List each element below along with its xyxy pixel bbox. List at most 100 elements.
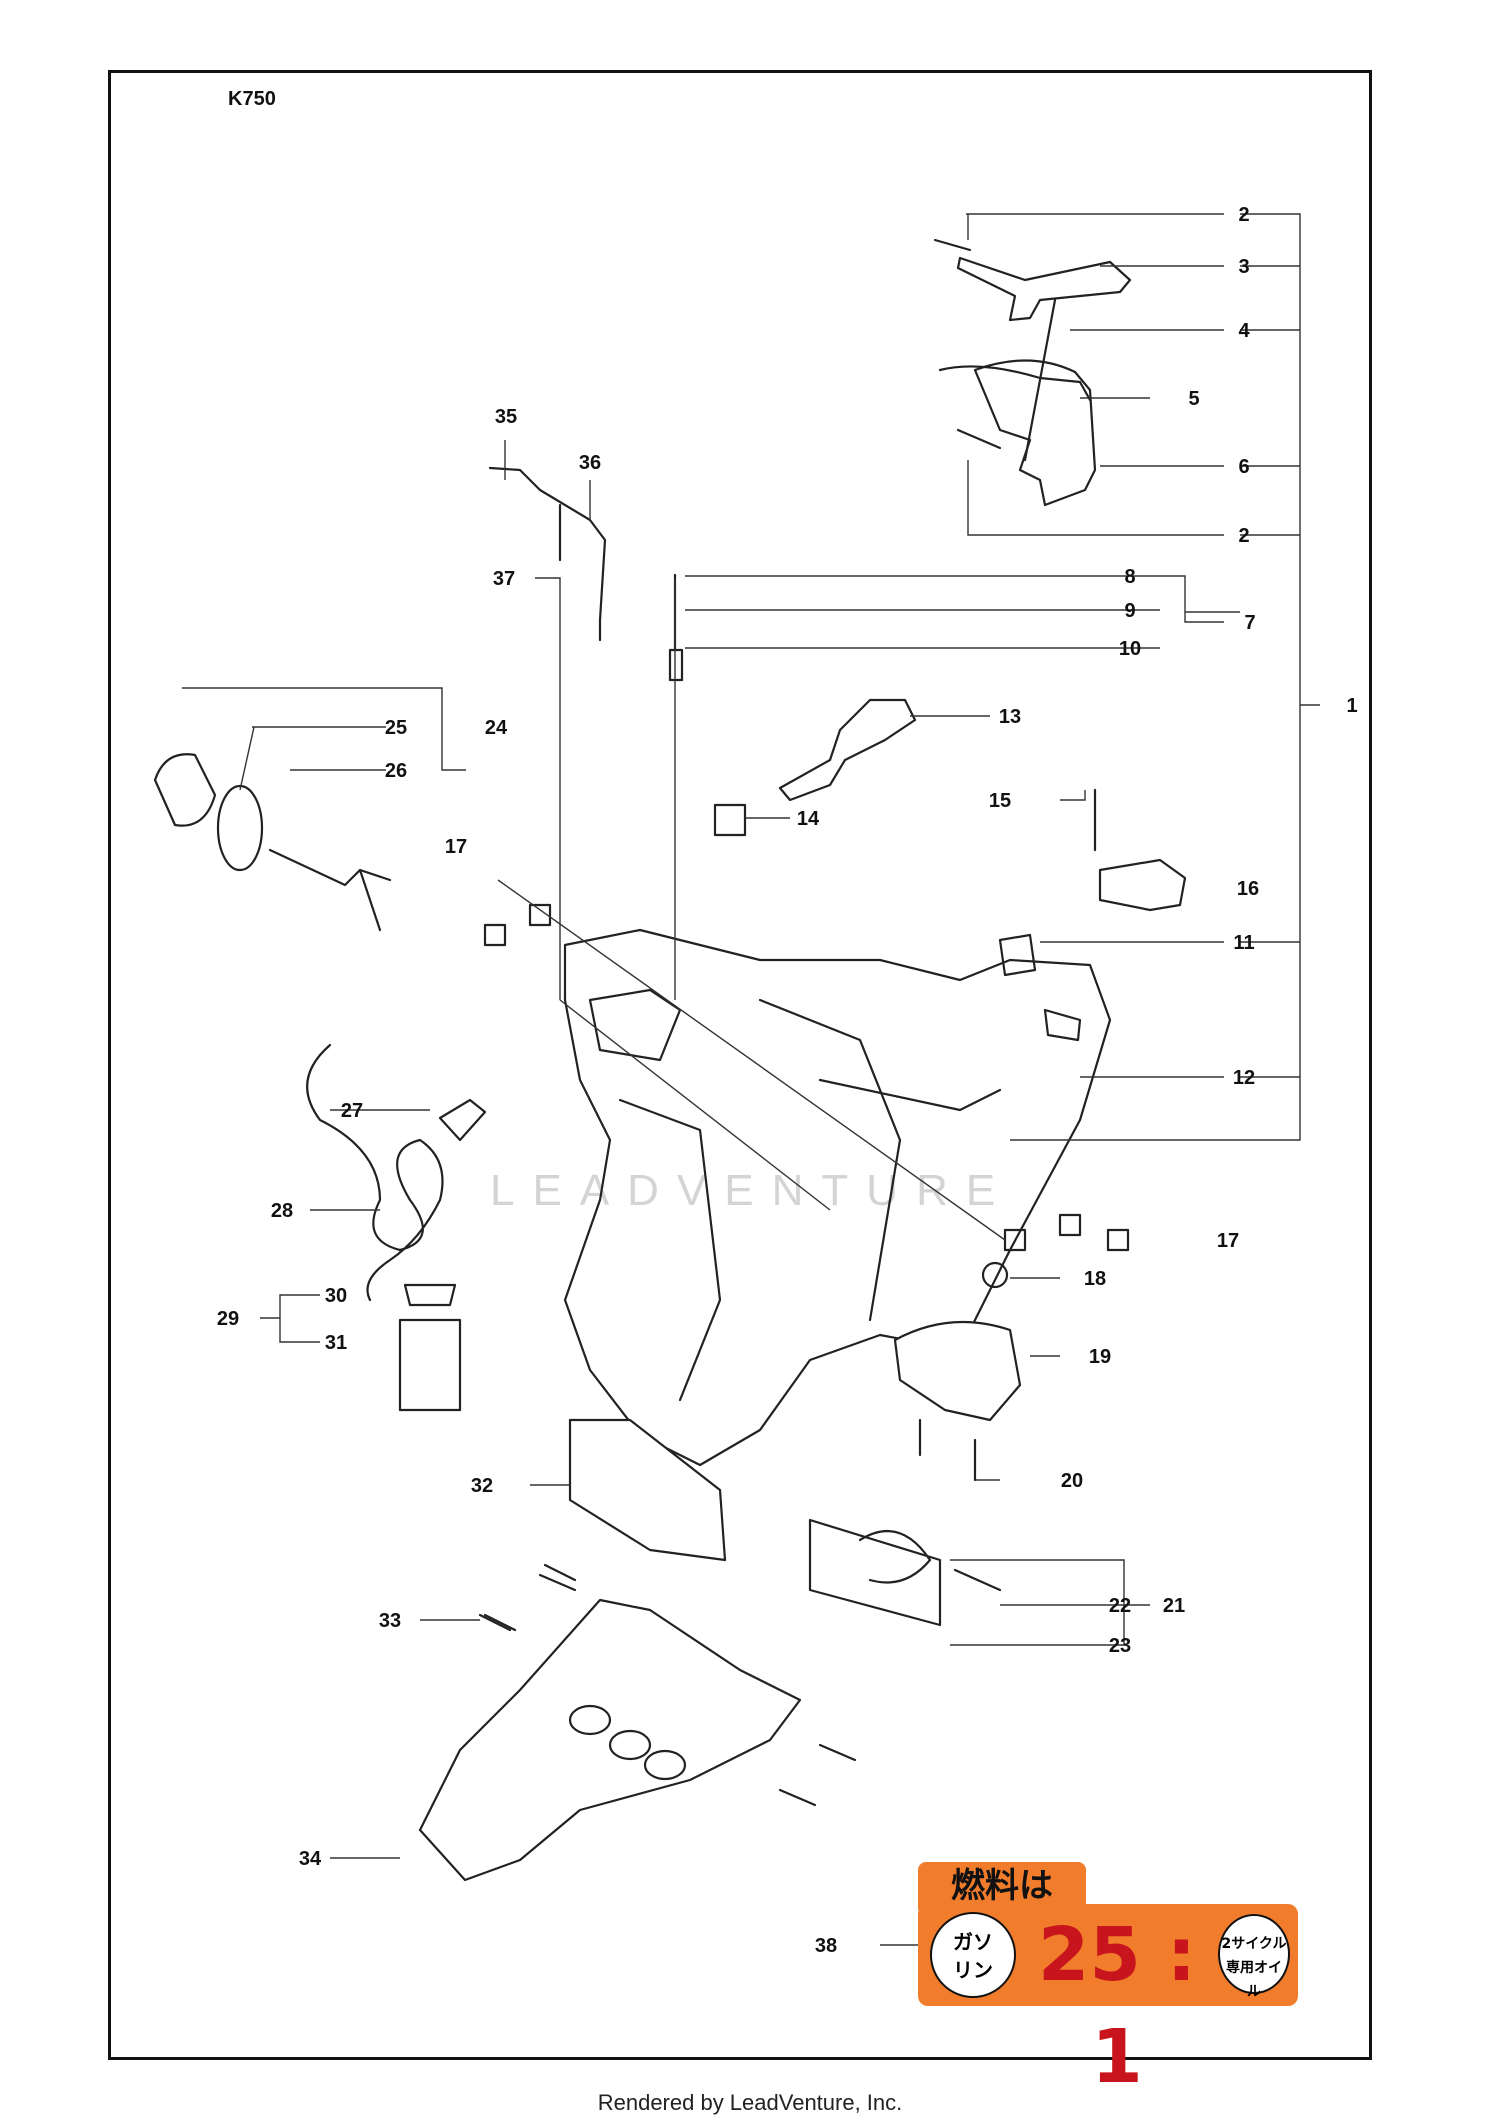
mount-axis-line [497, 879, 1006, 1241]
leader-24 [182, 687, 466, 771]
bracket-12-part [1043, 1008, 1082, 1042]
stop-switch-part [778, 698, 917, 802]
return-spring-part [1023, 298, 1057, 462]
leader-line [279, 1318, 320, 1343]
decal-left-line2: リン [953, 1958, 993, 1982]
callout-16: 16 [1237, 878, 1259, 900]
decal-title: 燃料は [918, 1862, 1086, 1910]
callout-11: 11 [1233, 932, 1254, 954]
callout-27: 27 [341, 1100, 363, 1122]
throttle-trigger-part [956, 256, 1132, 322]
decal-body: ガソ リン 25 : 1 2サイクル 専用オイル [918, 1904, 1298, 2100]
vibration-plate-part [893, 1320, 1022, 1422]
callout-17: 17 [1217, 1230, 1239, 1252]
rubber-mount-part [483, 903, 1130, 1252]
switch-part [1098, 858, 1187, 912]
callout-8: 8 [1124, 566, 1135, 588]
callout-9: 9 [1124, 600, 1135, 622]
callout-33: 33 [379, 1610, 401, 1632]
callout-6: 6 [1238, 456, 1249, 478]
clip-11-part [998, 933, 1037, 977]
callout-29: 29 [217, 1308, 239, 1330]
bottom-plate-hole [643, 1749, 687, 1781]
leader-21 [950, 1559, 1125, 1646]
callout-5: 5 [1188, 388, 1199, 410]
damper-screw-part [953, 1568, 1002, 1592]
leader-7 [685, 575, 1224, 623]
clip-part [438, 1098, 487, 1142]
callout-22: 22 [1109, 1595, 1131, 1617]
decal-right-line2: 専用オイル [1226, 1960, 1282, 2000]
callout-18: 18 [1084, 1268, 1106, 1290]
callout-37: 37 [493, 568, 515, 590]
footer-credit: Rendered by LeadVenture, Inc. [597, 2090, 903, 2115]
callout-21: 21 [1163, 1595, 1185, 1617]
tank-inner-rib-part [758, 998, 902, 1322]
decal-right-line1: 2サイクル [1221, 1936, 1287, 1952]
throttle-spring-part [938, 365, 1092, 402]
callout-12: 12 [1233, 1067, 1255, 1089]
bottom-plate-hole [568, 1704, 612, 1736]
watermark-text: LEADVENTURE [490, 1166, 1013, 1215]
fuel-cap-seal-part [216, 784, 264, 872]
stop-cable-part [488, 466, 607, 642]
filter-cap-part [403, 1283, 457, 1307]
callout-35: 35 [495, 406, 517, 428]
cover-part [568, 1418, 727, 1562]
callout-34: 34 [299, 1848, 322, 1870]
callout-26: 26 [385, 760, 407, 782]
lockout-pin-part [956, 428, 1002, 450]
throttle-lockout-part [973, 359, 1097, 507]
leader-37 [535, 577, 561, 1000]
callout-25: 25 [385, 717, 407, 739]
leader-29 [279, 1294, 320, 1318]
callout-32: 32 [471, 1475, 493, 1497]
fuel-cap-strap-part [268, 848, 392, 932]
callout-23: 23 [1109, 1635, 1131, 1657]
callout-14: 14 [797, 808, 820, 830]
trigger-pin-part [933, 238, 972, 252]
fuel-cap-part [153, 753, 217, 827]
tank-inner-rib-part [618, 1098, 722, 1402]
clip-14-part [713, 803, 747, 837]
leader-group-1 [1010, 213, 1301, 1141]
buffer-18-part [981, 1261, 1009, 1289]
model-label: K750 [228, 88, 276, 110]
callout-19: 19 [1089, 1346, 1111, 1368]
callout-7: 7 [1244, 612, 1255, 634]
decal-left-line1: ガソ [953, 1930, 993, 1954]
pin-part [668, 573, 684, 682]
callout-13: 13 [999, 706, 1021, 728]
leader-25-link [239, 726, 255, 791]
callout-36: 36 [579, 452, 601, 474]
callout-15: 15 [989, 790, 1011, 812]
callout-38: 38 [815, 1935, 837, 1957]
callout-30: 30 [325, 1285, 347, 1307]
bottom-screw-part [483, 1563, 857, 1807]
callout-10: 10 [1119, 638, 1141, 660]
bottom-plate-hole [608, 1729, 652, 1761]
damper-plate-part [808, 1518, 942, 1627]
callout-31: 31 [325, 1332, 347, 1354]
callout-24: 24 [485, 717, 508, 739]
screw-33-part [478, 1573, 577, 1632]
leader-2-bottom [967, 460, 1224, 536]
decal-gasoline-badge: ガソ リン [930, 1912, 1016, 1998]
callout-4: 4 [1238, 320, 1250, 342]
decal-mix-ratio: 25 : 1 [1037, 1912, 1197, 2100]
tank-housing-part [563, 928, 1112, 1467]
callout-17: 17 [445, 836, 467, 858]
tank-mount-part [588, 988, 682, 1062]
callout-28: 28 [271, 1200, 293, 1222]
plate-screw-part [918, 1418, 977, 1482]
diagram-frame [108, 70, 1372, 2060]
mount-axis-line-2 [559, 999, 831, 1211]
tank-bracket-part [818, 1078, 1002, 1112]
leader-15 [1060, 790, 1086, 801]
damper-spring-part [858, 1530, 932, 1584]
bottom-plate-part [418, 1598, 802, 1882]
decal-oil-badge: 2サイクル 専用オイル [1218, 1914, 1290, 2000]
callout-2: 2 [1238, 525, 1249, 547]
callout-3: 3 [1238, 256, 1249, 278]
